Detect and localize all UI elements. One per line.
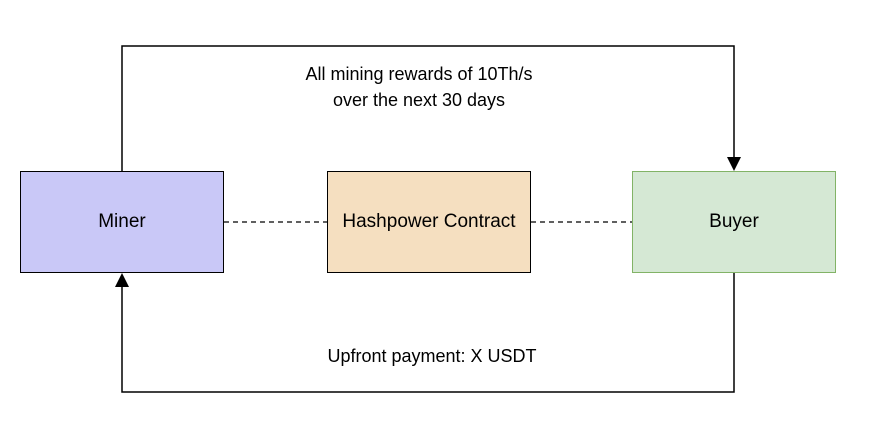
rewards-edge-label: All mining rewards of 10Th/s over the ne… — [219, 61, 619, 113]
miner-node[interactable]: Miner — [20, 171, 224, 273]
payment-label: Upfront payment: X USDT — [327, 346, 537, 366]
buyer-node[interactable]: Buyer — [632, 171, 836, 273]
rewards-label-line-2: over the next 30 days — [332, 90, 506, 110]
buyer-label: Buyer — [709, 211, 759, 232]
payment-edge-label: Upfront payment: X USDT — [232, 343, 632, 369]
miner-label: Miner — [98, 211, 146, 232]
hashpower-contract-node[interactable]: Hashpower Contract — [327, 171, 531, 273]
rewards-label-line-1: All mining rewards of 10Th/s — [305, 64, 533, 84]
rewards-edge — [121, 45, 735, 171]
payment-arrowhead — [115, 273, 129, 287]
payment-edge — [121, 273, 735, 393]
hashpower-contract-label: Hashpower Contract — [342, 211, 516, 232]
rewards-arrowhead — [727, 157, 741, 171]
